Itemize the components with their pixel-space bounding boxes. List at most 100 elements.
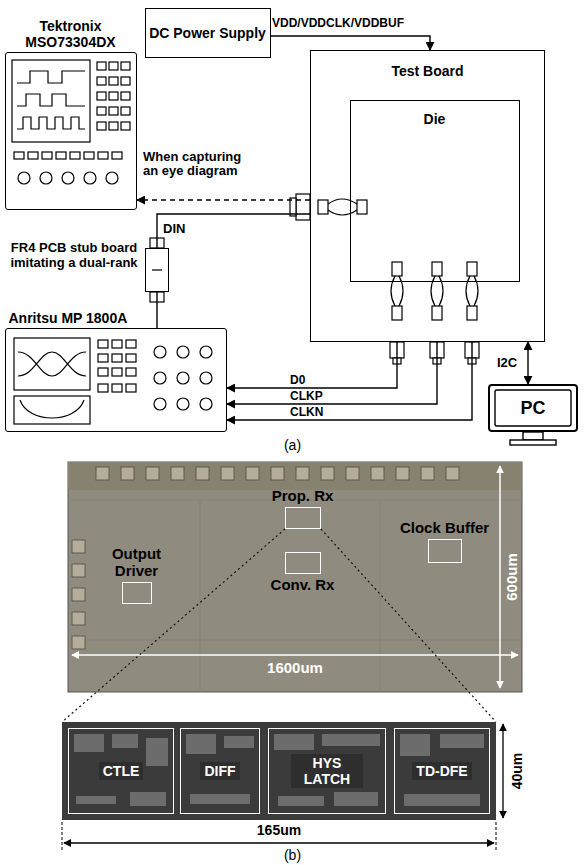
circuit-block: HYS LATCH (268, 728, 386, 814)
node-label: Test Board (391, 63, 463, 79)
node-label: DC Power Supply (149, 25, 266, 41)
panel-label: (a) (265, 438, 320, 453)
die-block: Prop. Rx (285, 507, 321, 529)
illustration-part-part (112, 734, 138, 748)
oscilloscope-drawing (12, 60, 130, 184)
die-photo-part (68, 462, 522, 490)
die-box: Die (350, 100, 520, 282)
oscilloscope: Tektronix MSO73304DX (5, 52, 137, 210)
node-label: DIFF (200, 762, 239, 780)
node-label: Die (424, 111, 446, 127)
oscilloscope-drawing-part (17, 71, 85, 83)
illustration-part-part (72, 636, 85, 649)
layout-photo (62, 722, 503, 850)
signal-connector (271, 36, 431, 50)
illustration-part-part (371, 467, 384, 480)
pattern-generator-drawing-part (14, 338, 90, 390)
pattern-generator-drawing-part (200, 398, 212, 410)
zoom-leader-lines (62, 529, 496, 722)
signal-label: When capturing an eye diagram (143, 150, 243, 179)
oscilloscope-drawing-part (17, 117, 85, 129)
illustration-part-part (72, 612, 85, 625)
board-connectors-part (357, 200, 367, 214)
pattern-generator-drawing-part (154, 346, 166, 358)
die-photo-part (72, 654, 518, 656)
pattern-generator-drawing-part (18, 352, 86, 376)
illustration-part-part (72, 540, 85, 553)
illustration-part-part (130, 792, 166, 806)
oscilloscope-drawing-part (14, 152, 24, 159)
pattern-generator-drawing-part (154, 398, 166, 410)
instrument-heading: Output Driver (97, 545, 177, 580)
illustration-part-part (322, 734, 380, 746)
oscilloscope-drawing-part (109, 122, 118, 130)
test-board: Test BoardDie (310, 50, 545, 342)
illustration-part-part (190, 794, 250, 804)
oscilloscope-drawing-part (97, 92, 106, 100)
circuit-block: CTLE (68, 728, 174, 814)
signal-label: VDD/VDDCLK/VDDBUF (272, 17, 422, 30)
illustration-part-part (146, 738, 168, 766)
pattern-generator-drawing-part (200, 372, 212, 384)
board-connectors-part (328, 199, 357, 204)
layout-photo-part (502, 724, 503, 818)
board-connectors-part (432, 262, 442, 276)
oscilloscope-drawing-part (62, 172, 74, 184)
oscilloscope-drawing-part (42, 152, 52, 159)
pattern-generator-drawing (14, 338, 212, 424)
instrument-heading: Clock Buffer (395, 519, 495, 536)
instrument-heading: Conv. Rx (258, 576, 348, 593)
pattern-generator-drawing-part (20, 400, 84, 418)
board-connectors-part (392, 306, 402, 320)
illustration-part-part (296, 467, 309, 480)
die-block: Clock Buffer (428, 539, 462, 563)
signal-label: I2C (497, 356, 527, 370)
illustration-part-part (271, 467, 284, 480)
pattern-generator: Anritsu MP 1800A (5, 328, 227, 432)
illustration-part-part (404, 794, 480, 806)
illustration-part-part (221, 467, 234, 480)
signal-label: D0 (290, 374, 350, 387)
pattern-generator-drawing-part (126, 340, 136, 348)
signal-connector (227, 342, 472, 420)
board-connectors-part (399, 276, 403, 306)
oscilloscope-drawing-part (97, 122, 106, 130)
pattern-generator-drawing-part (112, 368, 122, 376)
signal-connector (156, 292, 157, 328)
dimension-label: 600um (504, 553, 521, 601)
board-connectors-part (432, 306, 442, 320)
pattern-generator-drawing-part (177, 346, 189, 358)
illustration-part-part (121, 467, 134, 480)
pattern-generator-drawing-part (14, 396, 90, 424)
oscilloscope-drawing-part (28, 152, 38, 159)
oscilloscope-drawing-part (97, 77, 106, 85)
circuit-block: TD-DFE (394, 728, 490, 814)
oscilloscope-drawing-part (12, 60, 90, 142)
stub-board-connectors-part (152, 269, 162, 270)
illustration-part-part (274, 734, 314, 750)
oscilloscope-drawing-part (121, 62, 130, 70)
oscilloscope-drawing-part (109, 77, 118, 85)
pc-monitor: PC (488, 384, 578, 432)
oscilloscope-drawing-part (17, 94, 85, 106)
dimension-label: 165um (234, 823, 324, 838)
pattern-generator-drawing-part (18, 352, 86, 376)
dimension-label: 40um (510, 753, 525, 790)
signal-connector (527, 342, 528, 384)
illustration-part-part (321, 467, 334, 480)
pattern-generator-drawing-part (177, 398, 189, 410)
illustration-part-part (440, 734, 484, 748)
pattern-generator-drawing-part (98, 384, 108, 392)
board-connectors-part (391, 276, 395, 306)
signal-connector (227, 342, 397, 388)
layout-photo-part (62, 722, 496, 820)
board-connectors-part (467, 262, 477, 276)
illustration-part-part (334, 792, 378, 806)
node-label: CTLE (99, 762, 144, 780)
instrument-heading: Tektronix MSO73304DX (3, 18, 139, 50)
pattern-generator-drawing-part (126, 384, 136, 392)
board-connectors-part (474, 276, 478, 306)
layout-photo-part (64, 842, 494, 843)
panel-label: (b) (265, 848, 320, 863)
